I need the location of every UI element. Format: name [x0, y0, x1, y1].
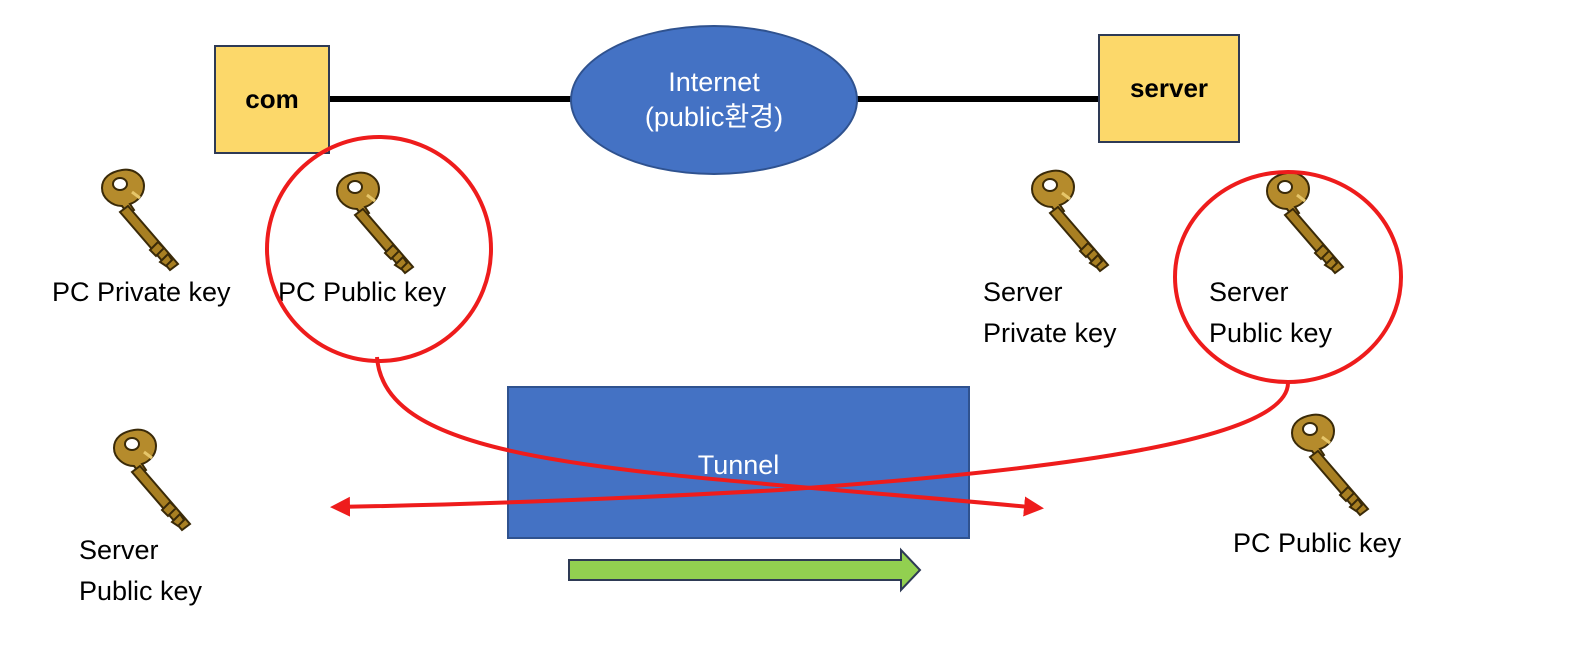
- direction-arrow: [568, 547, 922, 593]
- server-public-key-label: Server Public key: [1209, 277, 1333, 348]
- received-pc-public-key-label: PC Public key: [1233, 528, 1402, 558]
- pc-public-key-label: PC Public key: [278, 277, 447, 307]
- received-server-public-key-label: Server Public key: [79, 535, 203, 606]
- server-private-key-label: Server Private key: [983, 277, 1117, 348]
- server-public-key-highlight: [1173, 170, 1403, 384]
- server-node: server: [1098, 34, 1240, 143]
- internet-label: Internet: [668, 66, 760, 97]
- server-key-exchange-curve: [330, 381, 1291, 517]
- internet-cloud: Internet (public환경): [570, 25, 858, 175]
- server-label: server: [1129, 73, 1209, 103]
- tunnel-label: Tunnel: [697, 450, 780, 480]
- com-label: com: [245, 84, 299, 114]
- pc-key-exchange-curve: [375, 356, 1044, 517]
- com-node: com: [214, 45, 330, 154]
- internet-sublabel: (public환경): [644, 102, 784, 132]
- pc-public-key-highlight: [265, 135, 493, 363]
- pc-private-key-label: PC Private key: [52, 277, 231, 307]
